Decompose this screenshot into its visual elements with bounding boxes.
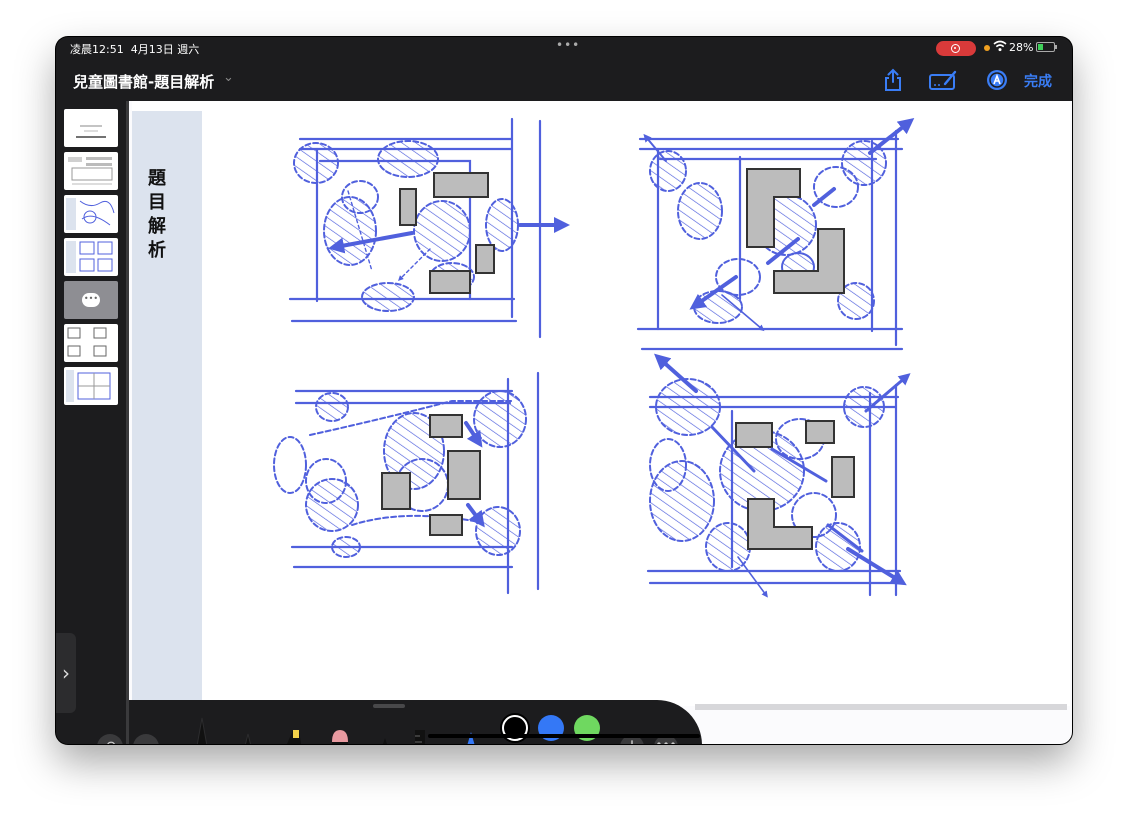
done-button[interactable]: 完成 [1024,74,1052,90]
page-thumbnail-selected[interactable]: ••• [64,281,118,319]
status-date: 4月13日 週六 [130,43,200,56]
more-options-button[interactable]: ••• [654,735,678,744]
page-thumbnail[interactable] [64,324,118,362]
document-page[interactable]: 題目解析 [132,101,1072,711]
horizontal-scrollbar[interactable] [695,704,1067,710]
add-button[interactable]: + [620,735,644,744]
document-canvas[interactable]: 題目解析 [97,101,1072,744]
thumbnail-more-icon[interactable]: ••• [82,293,100,307]
multitask-dots-icon[interactable]: ••• [556,38,581,52]
chevron-down-icon[interactable]: ⌄ [223,70,234,85]
wifi-icon [993,40,1007,55]
marker-tool-icon[interactable]: 50 [465,732,477,744]
fineliner-tool-icon[interactable] [243,733,253,744]
site-plan-sketch-4 [646,353,911,598]
markup-pen-icon[interactable] [928,67,957,93]
status-time: 凌晨12:51 4月13日 週六 [70,43,200,56]
status-bar: 凌晨12:51 4月13日 週六 ••• 28% [56,37,1072,59]
redo-button[interactable] [133,734,159,744]
page-thumbnail-sidebar: ••• › [56,101,126,744]
drawing-tools: 80 50 [196,717,477,744]
highlighter-tool-icon[interactable]: 80 [287,730,301,744]
mic-indicator-icon [984,45,990,51]
undo-icon[interactable]: ↶ [97,734,123,744]
share-icon[interactable] [880,67,906,93]
ruler-tool-icon[interactable] [415,730,425,744]
site-plan-sketch-3 [273,371,540,595]
page-thumbnail[interactable] [64,152,118,190]
document-title[interactable]: 兒童圖書館-題目解析 [73,73,215,91]
sidebar-toggle-button[interactable]: › [56,633,76,713]
battery-percent: 28% [1009,41,1034,54]
page-thumbnail[interactable] [64,367,118,405]
page-thumbnail[interactable] [64,109,118,147]
lasso-tool-icon[interactable] [379,738,391,744]
ipad-screen: 凌晨12:51 4月13日 週六 ••• 28% 兒童圖書館-題目解析 ⌄ 完成 [56,37,1072,744]
site-analysis-sketch[interactable] [202,101,1072,701]
battery-icon [1036,42,1057,52]
toolbar-grabber[interactable] [373,704,405,708]
eraser-tool-icon[interactable] [332,730,348,744]
screen-recording-icon[interactable] [936,41,976,56]
site-plan-sketch-1 [288,117,570,339]
heading-band: 題目解析 [132,111,202,711]
autoshape-icon[interactable] [984,67,1010,93]
page-thumbnail[interactable] [64,195,118,233]
pen-tool-icon[interactable] [196,717,208,744]
page-heading: 題目解析 [148,168,166,261]
navigation-bar: 兒童圖書館-題目解析 ⌄ 完成 [56,59,1072,101]
page-thumbnail[interactable] [64,238,118,276]
site-plan-sketch-2 [636,118,915,351]
home-indicator[interactable] [428,734,700,738]
